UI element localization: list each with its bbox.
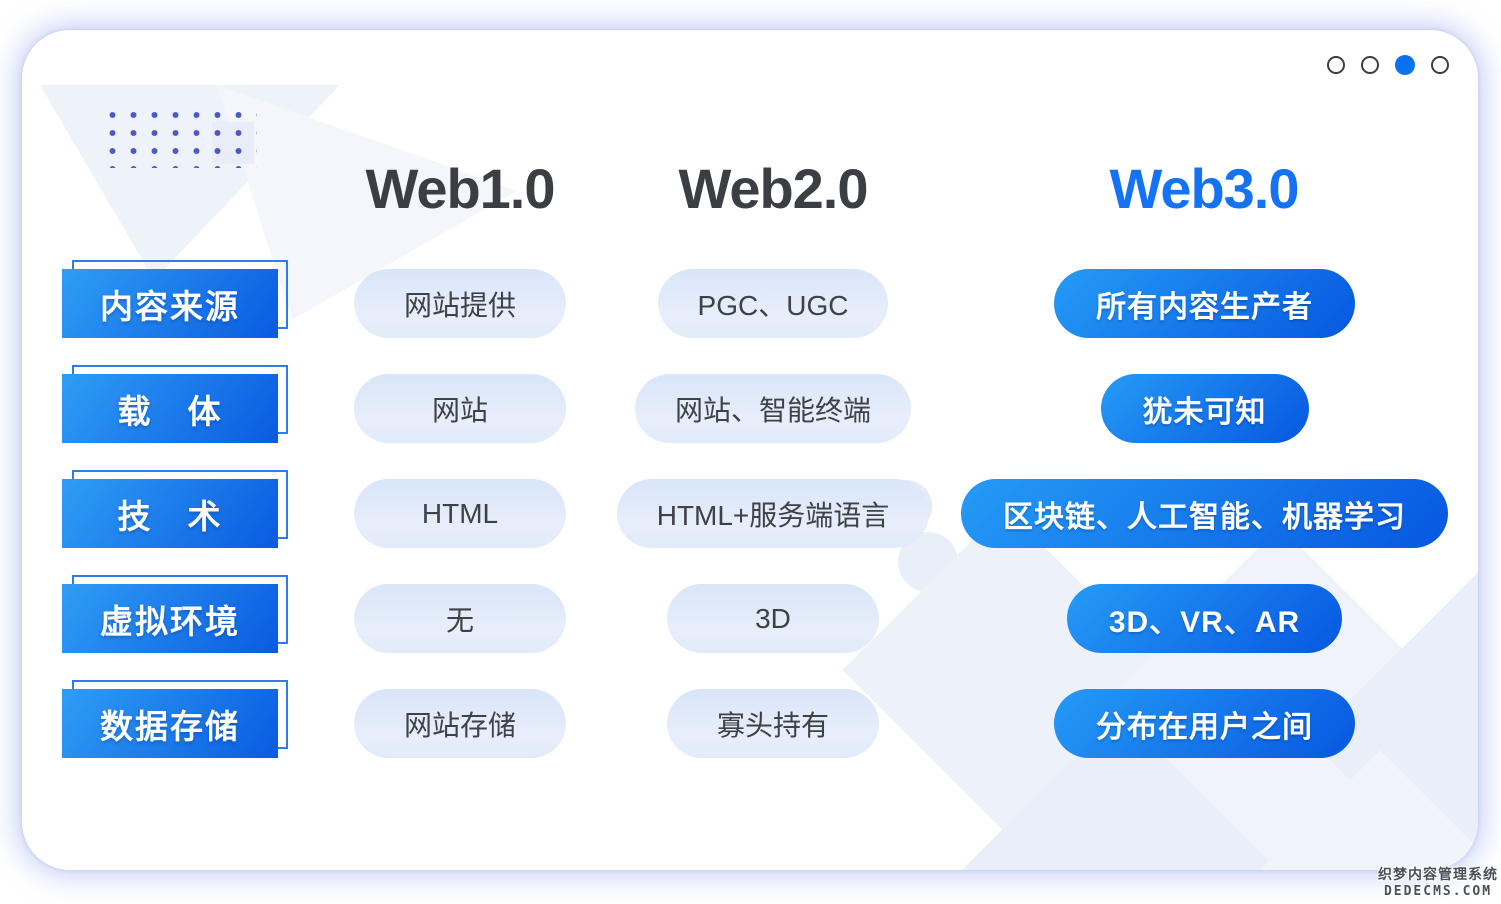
web3-value: 分布在用户之间 [1054,689,1355,758]
table-row: 载 体 网站 网站、智能终端 犹未可知 [0,365,1501,443]
web3-value: 犹未可知 [1100,374,1309,443]
row-label-content-source: 内容来源 [62,260,288,338]
web2-value: 3D [667,584,879,653]
web3-value: 所有内容生产者 [1054,269,1355,338]
web2-value: HTML+服务端语言 [616,479,930,548]
dot-grid-decor [102,106,257,168]
web1-value: 网站 [354,374,566,443]
web2-value: PGC、UGC [657,269,889,338]
carousel-indicators [1327,55,1449,75]
watermark-line2: DEDECMS.COM [1383,884,1493,899]
carousel-dot-4[interactable] [1431,56,1449,74]
row-label-virtual-environment: 虚拟环境 [62,575,288,653]
web2-value: 寡头持有 [667,689,879,758]
web1-value: 网站提供 [354,269,566,338]
watermark-line1: 织梦内容管理系统 [1378,867,1498,883]
column-header-web1: Web1.0 [365,156,555,220]
column-header-web2: Web2.0 [678,156,868,220]
web2-value: 网站、智能终端 [634,374,911,443]
column-header-web3: Web3.0 [1109,156,1299,220]
web3-value: 3D、VR、AR [1066,584,1343,653]
table-row: 技 术 HTML HTML+服务端语言 区块链、人工智能、机器学习 [0,470,1501,548]
table-row: 虚拟环境 无 3D 3D、VR、AR [0,575,1501,653]
row-label-technology: 技 术 [62,470,288,548]
watermark: 织梦内容管理系统 DEDECMS.COM [1378,864,1498,899]
carousel-dot-2[interactable] [1361,56,1379,74]
row-label-data-storage: 数据存储 [62,680,288,758]
web3-value: 区块链、人工智能、机器学习 [961,479,1448,548]
table-row: 内容来源 网站提供 PGC、UGC 所有内容生产者 [0,260,1501,338]
carousel-dot-3-active[interactable] [1395,55,1415,75]
web1-value: 无 [354,584,566,653]
web1-value: HTML [354,479,566,548]
web1-value: 网站存储 [354,689,566,758]
carousel-dot-1[interactable] [1327,56,1345,74]
row-label-carrier: 载 体 [62,365,288,443]
table-row: 数据存储 网站存储 寡头持有 分布在用户之间 [0,680,1501,758]
